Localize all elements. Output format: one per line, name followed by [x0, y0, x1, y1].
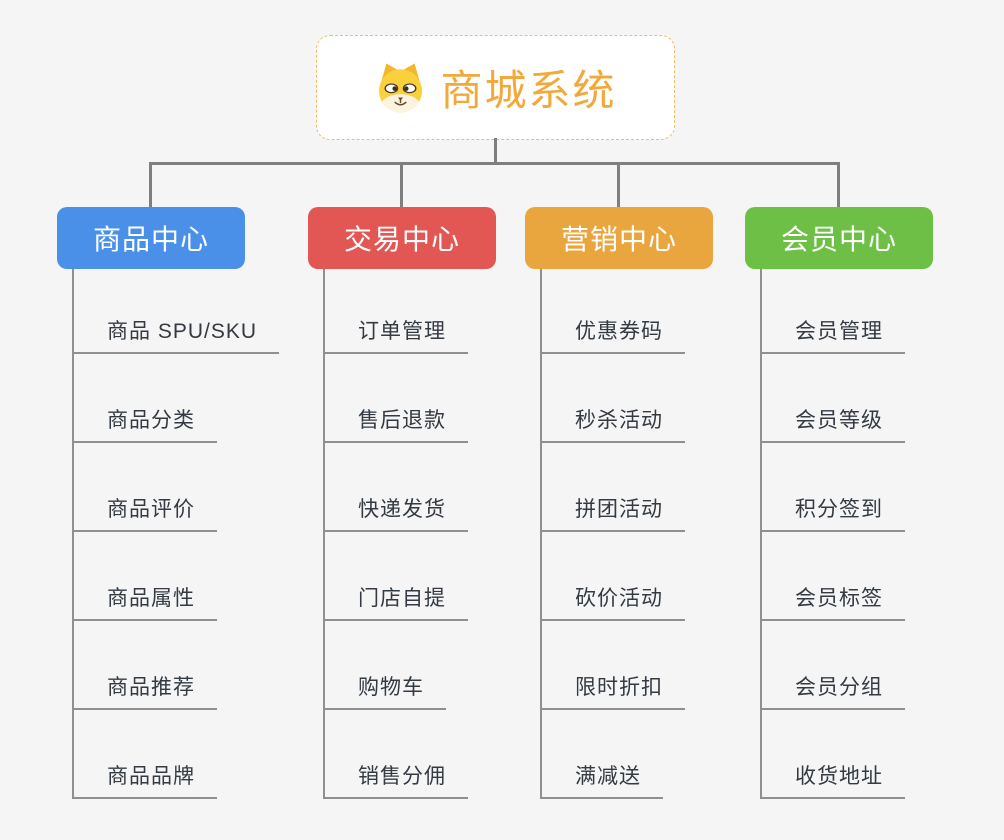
subtopic[interactable]: 会员管理 — [762, 269, 905, 354]
branch-header-member-center[interactable]: 会员中心 — [745, 207, 933, 269]
subtopic[interactable]: 砍价活动 — [542, 532, 685, 621]
subtopic[interactable]: 购物车 — [325, 621, 468, 710]
subtopic[interactable]: 拼团活动 — [542, 443, 685, 532]
branch-items-product-center: 商品 SPU/SKU 商品分类 商品评价 商品属性 商品推荐 商品品牌 — [72, 269, 280, 799]
subtopic-label: 满减送 — [542, 760, 663, 799]
subtopic-label: 售后退款 — [325, 404, 468, 443]
subtopic[interactable]: 商品属性 — [74, 532, 279, 621]
subtopic-label: 会员标签 — [762, 582, 905, 621]
dog-face-icon — [379, 63, 423, 113]
branch-items-trade-center: 订单管理 售后退款 快递发货 门店自提 购物车 销售分佣 — [323, 269, 468, 799]
subtopic[interactable]: 限时折扣 — [542, 621, 685, 710]
subtopic-label: 门店自提 — [325, 582, 468, 621]
subtopic-label: 商品分类 — [74, 404, 217, 443]
subtopic[interactable]: 销售分佣 — [325, 710, 468, 799]
branch-header-product-center[interactable]: 商品中心 — [57, 207, 245, 269]
subtopic[interactable]: 会员标签 — [762, 532, 905, 621]
branch-marketing-center: 营销中心 优惠券码 秒杀活动 拼团活动 砍价活动 限时折扣 满减送 — [525, 207, 713, 799]
subtopic[interactable]: 会员等级 — [762, 354, 905, 443]
root-topic-title: 商城系统 — [440, 67, 617, 114]
subtopic-label: 商品属性 — [74, 582, 217, 621]
subtopic[interactable]: 商品分类 — [74, 354, 279, 443]
connector-root-drop — [494, 138, 497, 164]
connector-drop-branch-1 — [149, 162, 152, 208]
subtopic-label: 秒杀活动 — [542, 404, 685, 443]
subtopic-label: 会员分组 — [762, 671, 905, 710]
subtopic[interactable]: 商品推荐 — [74, 621, 279, 710]
root-topic[interactable]: 商城系统 — [316, 35, 675, 140]
subtopic-label: 砍价活动 — [542, 582, 685, 621]
subtopic[interactable]: 优惠券码 — [542, 269, 685, 354]
subtopic-label: 限时折扣 — [542, 671, 685, 710]
subtopic[interactable]: 收货地址 — [762, 710, 905, 799]
connector-drop-branch-4 — [837, 162, 840, 208]
subtopic[interactable]: 会员分组 — [762, 621, 905, 710]
branch-member-center: 会员中心 会员管理 会员等级 积分签到 会员标签 会员分组 收货地址 — [745, 207, 933, 799]
branch-trade-center: 交易中心 订单管理 售后退款 快递发货 门店自提 购物车 销售分佣 — [308, 207, 496, 799]
connector-drop-branch-3 — [617, 162, 620, 208]
subtopic[interactable]: 商品评价 — [74, 443, 279, 532]
subtopic-label: 优惠券码 — [542, 315, 685, 354]
branch-product-center: 商品中心 商品 SPU/SKU 商品分类 商品评价 商品属性 商品推荐 商品品牌 — [57, 207, 280, 799]
subtopic[interactable]: 快递发货 — [325, 443, 468, 532]
branch-items-member-center: 会员管理 会员等级 积分签到 会员标签 会员分组 收货地址 — [760, 269, 905, 799]
subtopic-label: 拼团活动 — [542, 493, 685, 532]
subtopic[interactable]: 商品品牌 — [74, 710, 279, 799]
subtopic-label: 商品品牌 — [74, 760, 217, 799]
branch-header-marketing-center[interactable]: 营销中心 — [525, 207, 713, 269]
connector-drop-branch-2 — [400, 162, 403, 208]
subtopic-label: 商品评价 — [74, 493, 217, 532]
subtopic-label: 快递发货 — [325, 493, 468, 532]
subtopic[interactable]: 积分签到 — [762, 443, 905, 532]
connector-horizontal — [149, 162, 840, 165]
subtopic-label: 商品推荐 — [74, 671, 217, 710]
subtopic-label: 销售分佣 — [325, 760, 468, 799]
subtopic-label: 购物车 — [325, 671, 446, 710]
subtopic-label: 积分签到 — [762, 493, 905, 532]
subtopic-label: 收货地址 — [762, 760, 905, 799]
branch-items-marketing-center: 优惠券码 秒杀活动 拼团活动 砍价活动 限时折扣 满减送 — [540, 269, 685, 799]
subtopic[interactable]: 秒杀活动 — [542, 354, 685, 443]
branch-header-trade-center[interactable]: 交易中心 — [308, 207, 496, 269]
subtopic-label: 会员等级 — [762, 404, 905, 443]
subtopic-label: 会员管理 — [762, 315, 905, 354]
subtopic[interactable]: 满减送 — [542, 710, 685, 799]
subtopic[interactable]: 售后退款 — [325, 354, 468, 443]
subtopic-label: 订单管理 — [325, 315, 468, 354]
subtopic-label: 商品 SPU/SKU — [74, 315, 280, 354]
subtopic[interactable]: 商品 SPU/SKU — [74, 269, 280, 354]
subtopic[interactable]: 门店自提 — [325, 532, 468, 621]
subtopic[interactable]: 订单管理 — [325, 269, 468, 354]
